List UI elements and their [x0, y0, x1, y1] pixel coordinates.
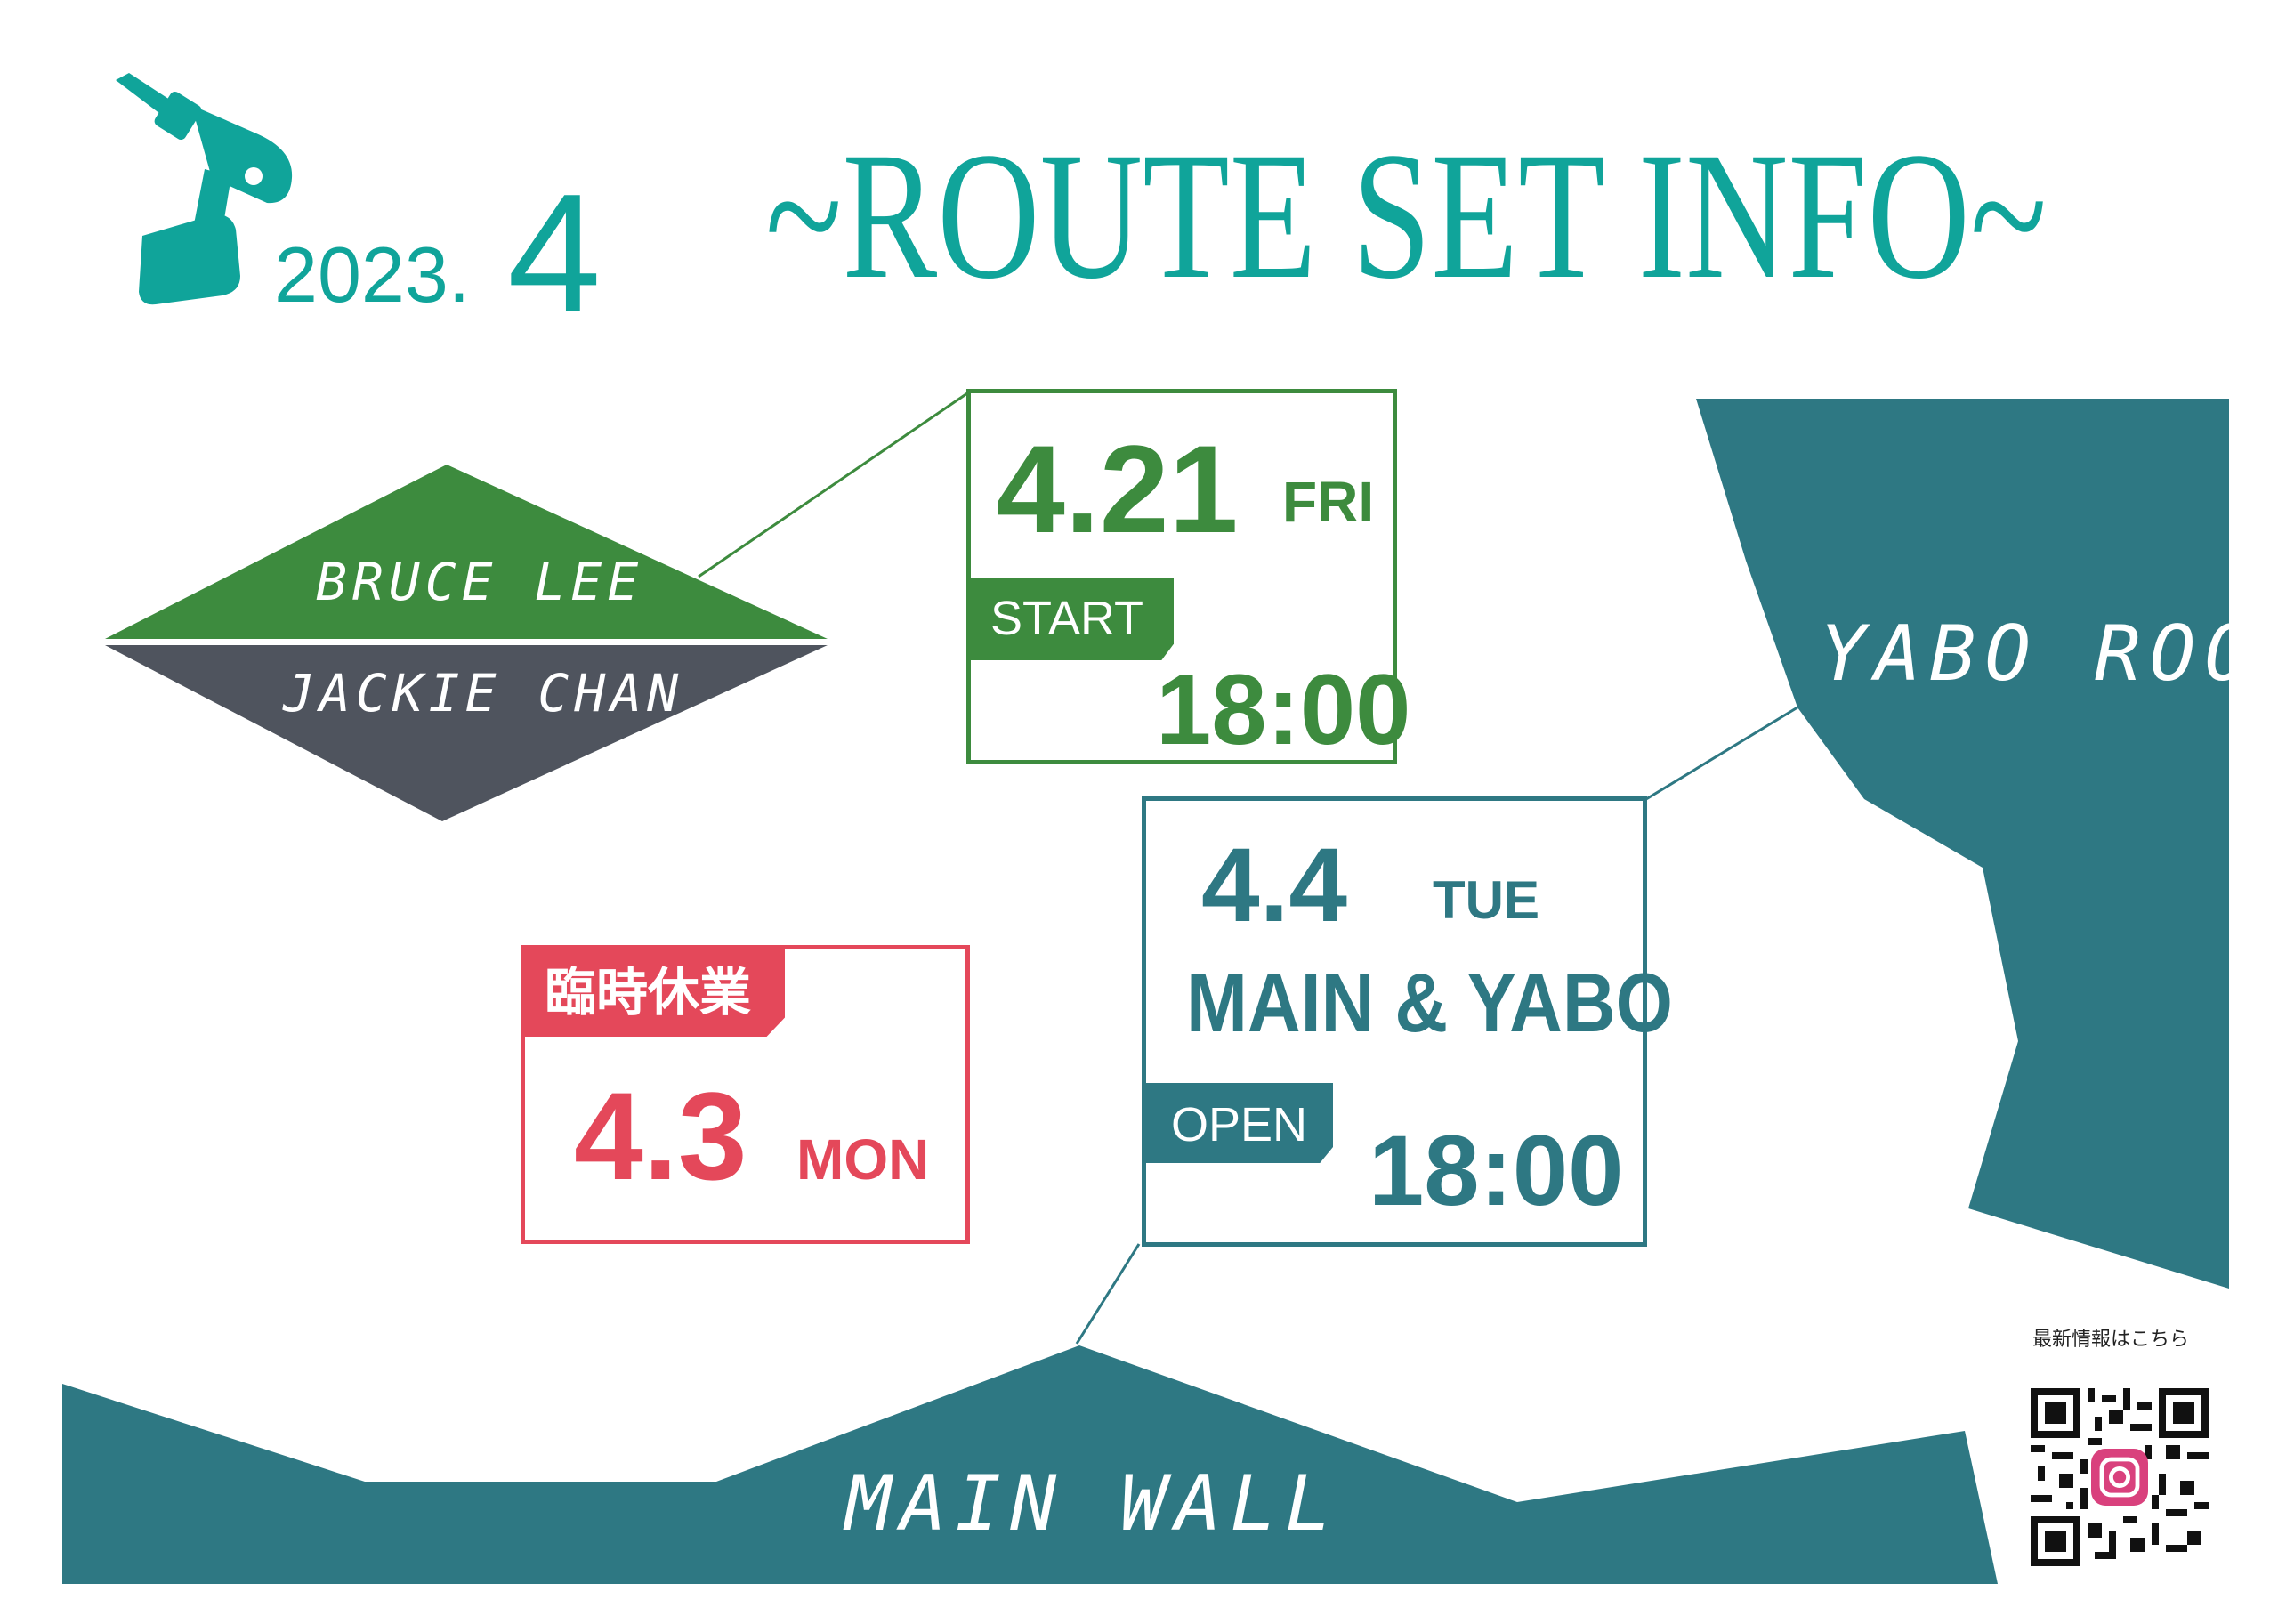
open-tag: OPEN	[1171, 1098, 1308, 1151]
connector-setters-start	[698, 390, 971, 578]
open-card: 4.4 TUE MAIN & YABO OPEN 18:00	[1142, 796, 1673, 1247]
start-day: FRI	[1282, 470, 1375, 534]
qr-code-pattern	[2031, 1388, 2209, 1566]
setter-diamond-top	[105, 465, 828, 639]
open-walls: MAIN & YABO	[1186, 956, 1673, 1049]
closed-tag-bg: 臨時休業	[525, 949, 785, 1037]
closed-date: 4.3	[574, 1066, 747, 1206]
qr-caption: 最新情報はこちら	[2032, 1328, 2190, 1350]
start-tag-bg: START	[971, 578, 1174, 660]
open-date: 4.4	[1201, 827, 1348, 944]
start-time: 18:00	[1156, 654, 1411, 765]
setter-diamond-bottom	[105, 645, 828, 821]
start-card: 4.21 FRI START 18:00	[966, 389, 1410, 764]
connector-roof-open	[1645, 706, 1798, 801]
header-month: 4	[507, 159, 602, 348]
yabo-roof-shape	[1696, 399, 2229, 1289]
main-wall-shape	[62, 1345, 1998, 1584]
open-time: 18:00	[1369, 1115, 1624, 1226]
start-date: 4.21	[996, 419, 1239, 559]
open-tag-bg: OPEN	[1146, 1083, 1333, 1163]
closed-card: 臨時休業 4.3 MON	[521, 945, 970, 1244]
setter-top-name: BRUCE LEE	[316, 552, 644, 612]
qr-code[interactable]	[2031, 1388, 2209, 1566]
connector-main-open	[1075, 1243, 1141, 1345]
setter-bottom-name: JACKIE CHAN	[283, 663, 684, 723]
header-year: 2023.	[274, 230, 471, 319]
start-tag: START	[990, 592, 1144, 645]
open-day: TUE	[1433, 870, 1539, 930]
drill-icon	[116, 73, 293, 305]
page-title: ~ROUTE SET INFO~	[765, 115, 2048, 317]
closed-day: MON	[796, 1127, 930, 1192]
yabo-roof-label: YABO ROOF	[1820, 610, 2278, 699]
closed-tag: 臨時休業	[545, 964, 752, 1022]
main-wall-label: MAIN WALL	[845, 1459, 1340, 1548]
